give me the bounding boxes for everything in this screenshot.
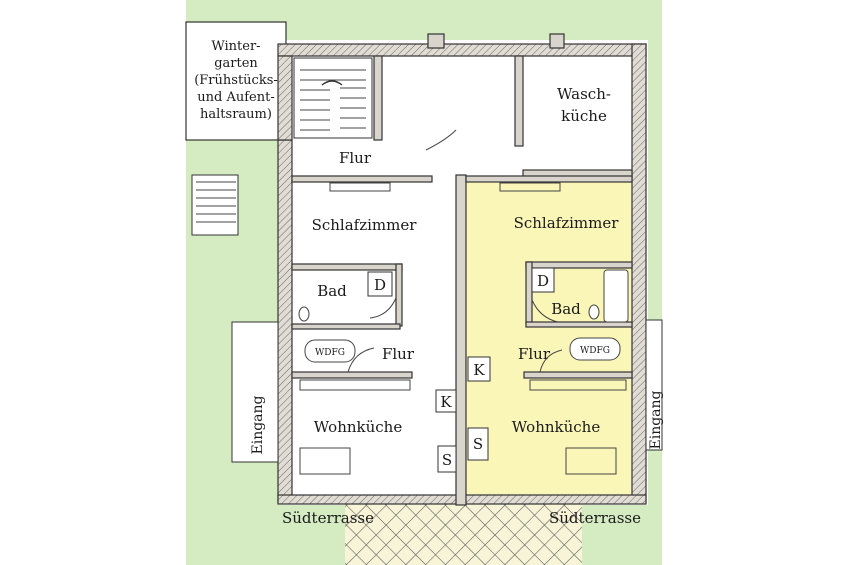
- label-wintergarten-4: und Aufent-: [197, 90, 274, 105]
- label-flur-top: Flur: [339, 149, 372, 167]
- label-eingang-right: Eingang: [648, 390, 664, 449]
- label-wintergarten-3: (Frühstücks-: [194, 73, 278, 88]
- wall-center: [455, 174, 467, 506]
- wall-wohn-right-top: [523, 371, 633, 379]
- chimney-1: [427, 33, 445, 49]
- label-s-left: S: [442, 451, 452, 469]
- chimney-2: [549, 33, 565, 49]
- label-suedterrasse-right: Südterrasse: [549, 509, 641, 527]
- sofa-left: [299, 447, 351, 475]
- bed-left: [329, 182, 391, 192]
- k-box-left: [435, 389, 457, 413]
- label-schlafzimmer-right: Schlafzimmer: [514, 214, 620, 232]
- door-swing-wohn-right: [539, 349, 563, 373]
- label-wintergarten-2: garten: [214, 56, 258, 71]
- toilet-left: [298, 306, 310, 322]
- s-box-left: [437, 445, 457, 473]
- wall-left: [277, 139, 293, 503]
- label-k-right: K: [473, 361, 485, 379]
- wall-flur-left-bottom: [291, 323, 401, 330]
- label-eingang-left: Eingang: [250, 395, 266, 454]
- door-swing-flur: [425, 129, 457, 151]
- label-flur-left: Flur: [382, 345, 415, 363]
- wall-top: [277, 43, 647, 57]
- k-box-right: [467, 356, 491, 382]
- toilet-right: [588, 304, 600, 320]
- wall-flur-right-bottom: [525, 321, 633, 328]
- label-wdfg-right: WDFG: [580, 346, 610, 356]
- label-s-right: S: [473, 435, 483, 453]
- label-wintergarten-5: haltsraum): [200, 107, 272, 122]
- wintergarten-area: [185, 21, 287, 141]
- counter-left: [299, 379, 411, 391]
- s-box-right: [467, 427, 489, 461]
- wall-top-left-stair: [277, 55, 293, 141]
- door-swing-bad-right: [531, 299, 559, 323]
- bathtub-right: [603, 269, 629, 323]
- label-flur-right: Flur: [518, 345, 551, 363]
- label-suedterrasse-left: Südterrasse: [282, 509, 374, 527]
- label-wintergarten-1: Winter-: [211, 39, 260, 54]
- wall-bad-right-top: [525, 261, 633, 269]
- staircase: [293, 57, 373, 139]
- wall-right: [631, 43, 647, 503]
- wall-bad-right-left: [525, 261, 533, 325]
- door-swing-wohn-left: [347, 347, 375, 373]
- external-stair-left: [196, 181, 236, 223]
- wall-stair-right: [373, 55, 383, 141]
- entrance-left-porch: [231, 321, 279, 463]
- label-bad-right: Bad: [551, 300, 581, 318]
- d-box-right: [531, 267, 555, 293]
- label-d-left: D: [374, 276, 386, 294]
- wall-wohn-left-top: [291, 371, 413, 379]
- label-d-right: D: [537, 272, 549, 290]
- label-bad-left: Bad: [317, 282, 347, 300]
- label-waschkueche-2: küche: [561, 107, 607, 125]
- label-schlafzimmer-left: Schlafzimmer: [312, 216, 418, 234]
- wall-bad-left-right: [395, 263, 403, 327]
- wall-schlaf-left-top: [291, 175, 433, 183]
- door-swing-bad-left: [369, 297, 397, 319]
- wall-schlaf-right-top: [465, 175, 633, 183]
- counter-right: [529, 379, 627, 391]
- label-waschkueche-1: Wasch-: [557, 85, 611, 103]
- d-box-left: [367, 271, 393, 297]
- sofa-right: [565, 447, 617, 475]
- label-wohnkueche-right: Wohnküche: [512, 418, 601, 436]
- label-wdfg-left: WDFG: [315, 348, 345, 358]
- label-wohnkueche-left: Wohnküche: [314, 418, 403, 436]
- wdfg-box-right: [569, 337, 621, 361]
- wdfg-box-left: [304, 339, 356, 363]
- highlighted-apartment: [462, 178, 640, 500]
- stair-left-area: [191, 174, 239, 236]
- terrace-lattice-pattern: [345, 500, 582, 565]
- bed-right: [499, 182, 561, 192]
- wall-bad-left-top: [291, 263, 403, 271]
- wall-wasch-left: [514, 55, 524, 147]
- entrance-right-porch: [645, 319, 663, 451]
- label-k-left: K: [440, 393, 452, 411]
